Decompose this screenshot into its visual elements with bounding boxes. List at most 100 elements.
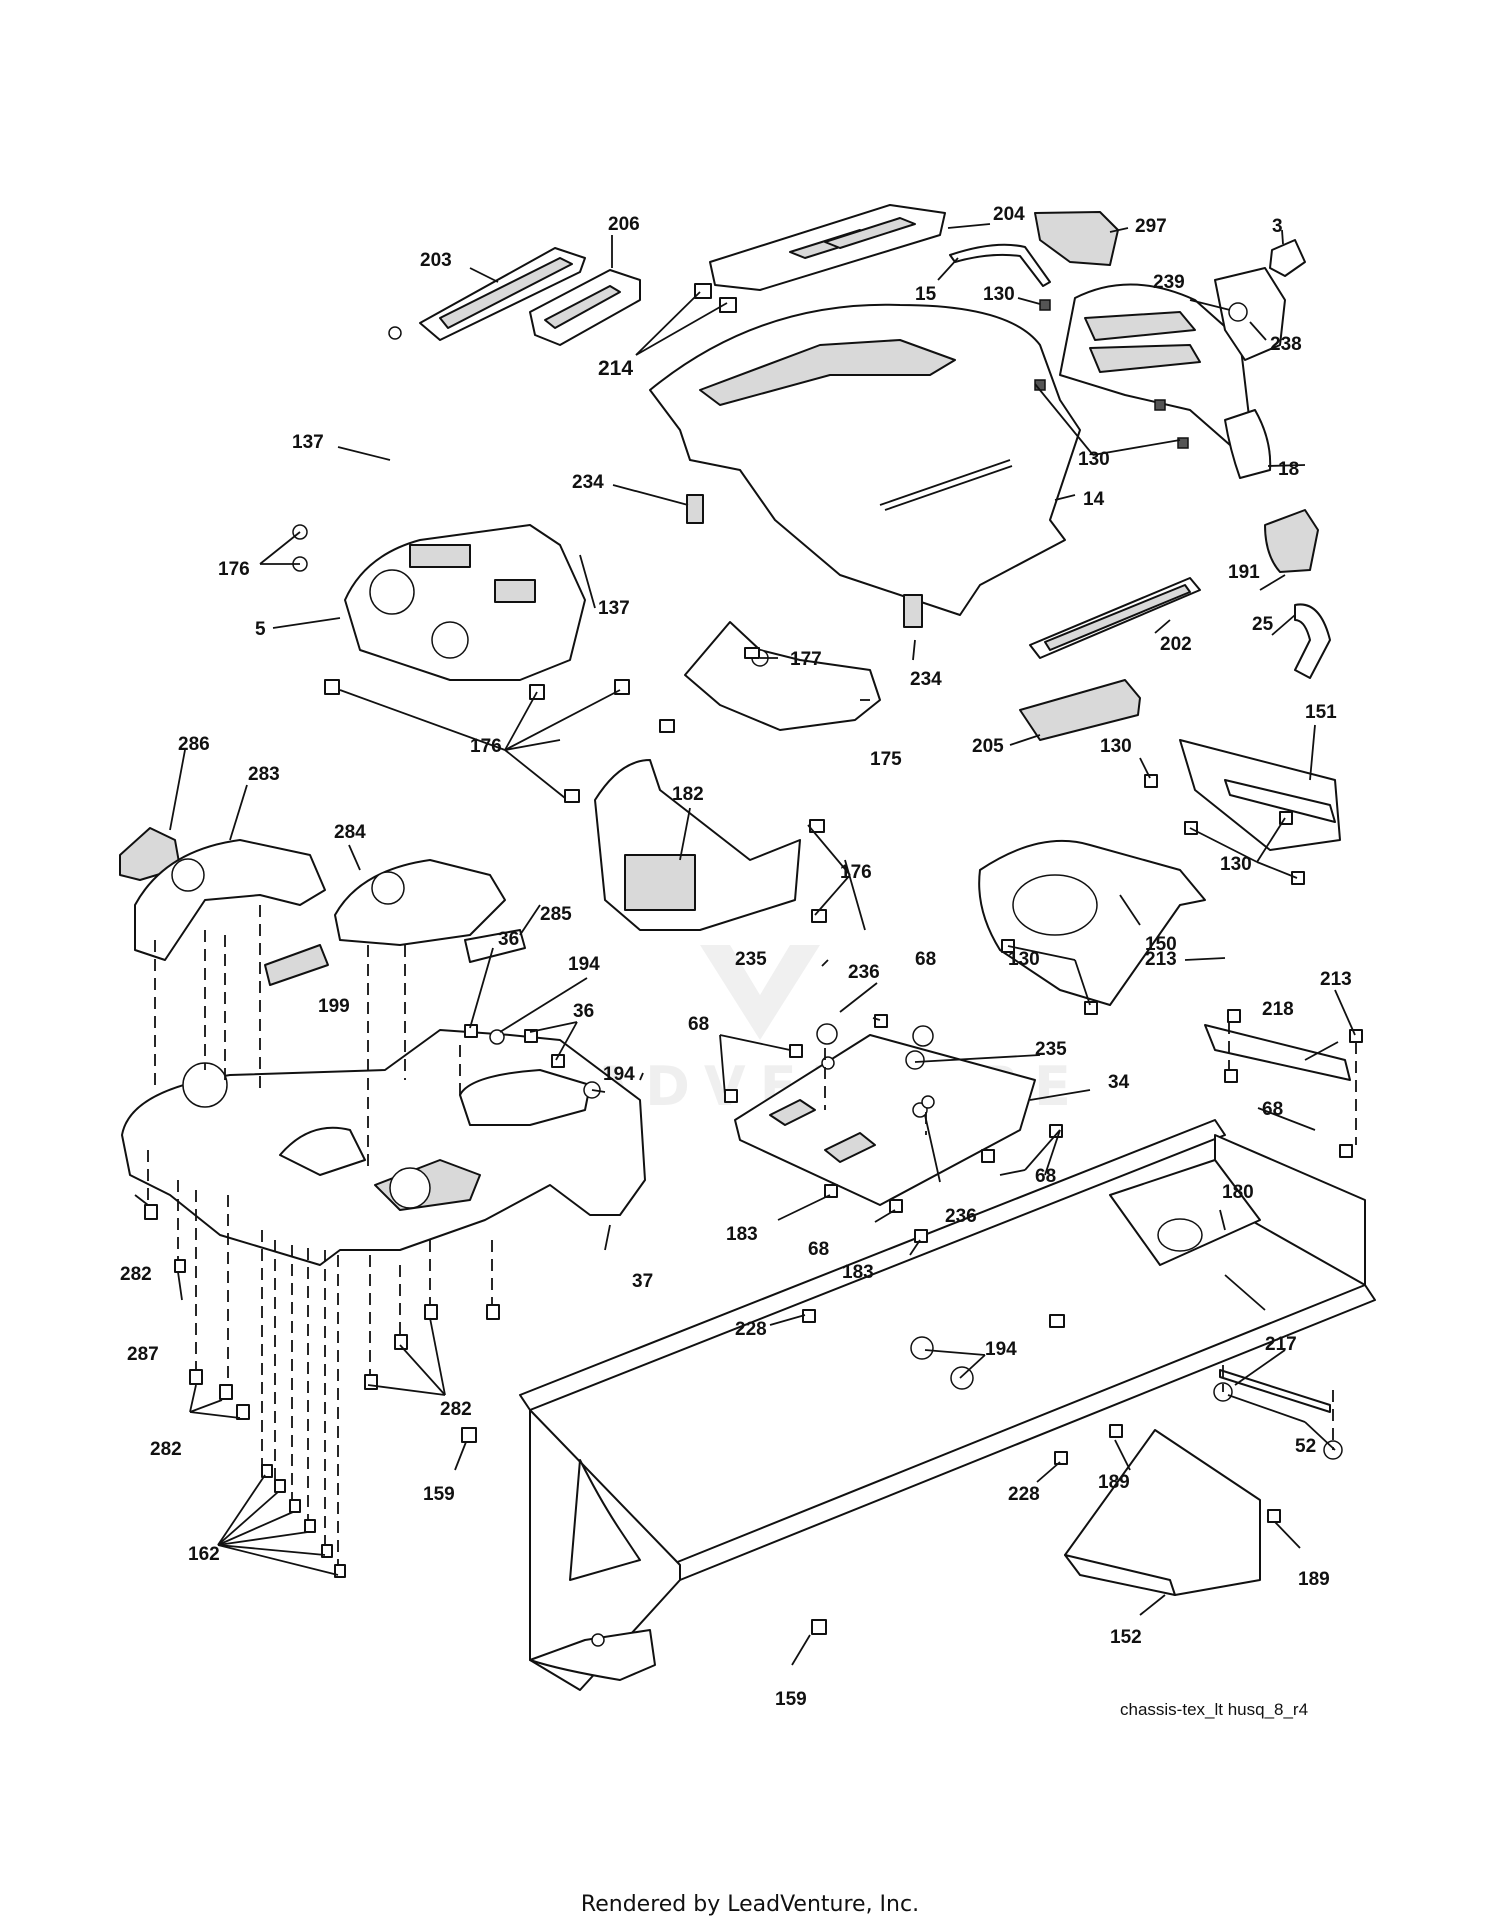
callout-282-a: 282 [120,1264,152,1285]
assembly-dashed-lines [147,905,1357,1565]
callout-191: 191 [1228,562,1260,583]
callout-234-b: 234 [910,669,942,690]
part-285-gasket [464,929,526,963]
callout-180: 180 [1222,1182,1254,1203]
part-199-clip [264,944,329,986]
callout-151: 151 [1305,702,1337,723]
drawing-code: chassis-tex_lt husq_8_r4 [1120,1700,1308,1719]
callout-labels: 203 206 204 297 3 15 130 239 238 214 137… [120,204,1352,1710]
callout-36-a: 36 [498,929,519,950]
callout-213-b: 213 [1320,969,1352,990]
callout-228-a: 228 [735,1319,767,1340]
callout-194-c: 194 [985,1339,1017,1360]
callout-285: 285 [540,904,572,925]
callout-235-a: 235 [735,949,767,970]
part-205-duct [1019,679,1141,741]
part-37-fender-deck [121,1029,646,1266]
callout-228-b: 228 [1008,1484,1040,1505]
callout-194-b: 194 [603,1064,635,1085]
part-182-dash-lower [594,759,801,931]
part-15-trim [949,243,1051,287]
callout-238: 238 [1270,334,1302,355]
callout-282-b: 282 [440,1399,472,1420]
callout-286: 286 [178,734,210,755]
callout-52: 52 [1295,1436,1316,1457]
callout-214: 214 [598,357,633,380]
callout-34: 34 [1108,1072,1130,1093]
callout-130-e: 130 [1008,949,1040,970]
callout-189-a: 189 [1098,1472,1130,1493]
callout-217: 217 [1265,1334,1297,1355]
callout-183-b: 183 [842,1262,874,1283]
callout-130-a: 130 [983,284,1015,305]
callout-236-b: 236 [945,1206,977,1227]
callout-218: 218 [1262,999,1294,1020]
callout-189-b: 189 [1298,1569,1330,1590]
part-297-cap [1034,211,1119,266]
callout-37: 37 [632,1271,653,1292]
part-217-rod [1219,1369,1331,1413]
part-191-cap [1264,509,1319,573]
callout-137-b: 137 [598,598,630,619]
callout-182: 182 [672,784,704,805]
callout-18: 18 [1278,459,1299,480]
callout-194-a: 194 [568,954,600,975]
callout-159-b: 159 [775,1689,807,1710]
part-34-plate [734,1034,1036,1206]
part-214-clips [694,283,737,313]
callout-199: 199 [318,996,350,1017]
callout-14: 14 [1083,489,1105,510]
hardware-fasteners [144,299,1363,1647]
part-18-bumper-strip [1224,409,1272,479]
callout-68-c: 68 [1262,1099,1283,1120]
callout-177: 177 [790,649,822,670]
part-234-pad-a [686,494,704,524]
callout-239: 239 [1153,272,1185,293]
callout-282-c: 282 [150,1439,182,1460]
part-151-bracket [1179,739,1341,851]
footer-credit: Rendered by LeadVenture, Inc. [580,1892,920,1917]
part-175-bracket [684,621,881,731]
callout-130-b: 130 [1078,449,1110,470]
callout-176-b: 176 [470,736,502,757]
callout-162: 162 [188,1544,220,1565]
callout-206: 206 [608,214,640,235]
callout-236-a: 236 [848,962,880,983]
part-25-bracket [1294,603,1331,679]
leader-lines [134,223,1356,1666]
part-206-duct [529,269,641,346]
part-202-grille [1029,577,1201,659]
callout-5: 5 [255,619,266,640]
part-284-cover [334,859,506,946]
callout-68-a: 68 [915,949,936,970]
callout-68-b: 68 [688,1014,709,1035]
callout-176-a: 176 [218,559,250,580]
callout-234-a: 234 [572,472,604,493]
part-238-grille-front [1059,267,1286,446]
part-218-bracket [1204,1024,1351,1081]
part-234-pad-b [903,594,923,628]
callout-213-a: 213 [1145,949,1177,970]
callout-297: 297 [1135,216,1167,237]
callout-183-a: 183 [726,1224,758,1245]
callout-159-a: 159 [423,1484,455,1505]
callout-203: 203 [420,250,452,271]
callout-15: 15 [915,284,937,305]
part-14-hood [649,303,1081,616]
callout-25: 25 [1252,614,1274,635]
part-3-emblem [1269,239,1306,277]
callout-3: 3 [1272,216,1283,237]
callout-204: 204 [993,204,1025,225]
callout-68-d: 68 [1035,1166,1056,1187]
callout-287: 287 [127,1344,159,1365]
callout-283: 283 [248,764,280,785]
callout-284: 284 [334,822,366,843]
callout-130-c: 130 [1100,736,1132,757]
callout-202: 202 [1160,634,1192,655]
part-180-frame [519,1119,1376,1691]
callout-176-c: 176 [840,862,872,883]
part-203-grille [419,247,586,341]
part-204-hood-vent [709,204,946,291]
part-283-cover [134,839,326,961]
